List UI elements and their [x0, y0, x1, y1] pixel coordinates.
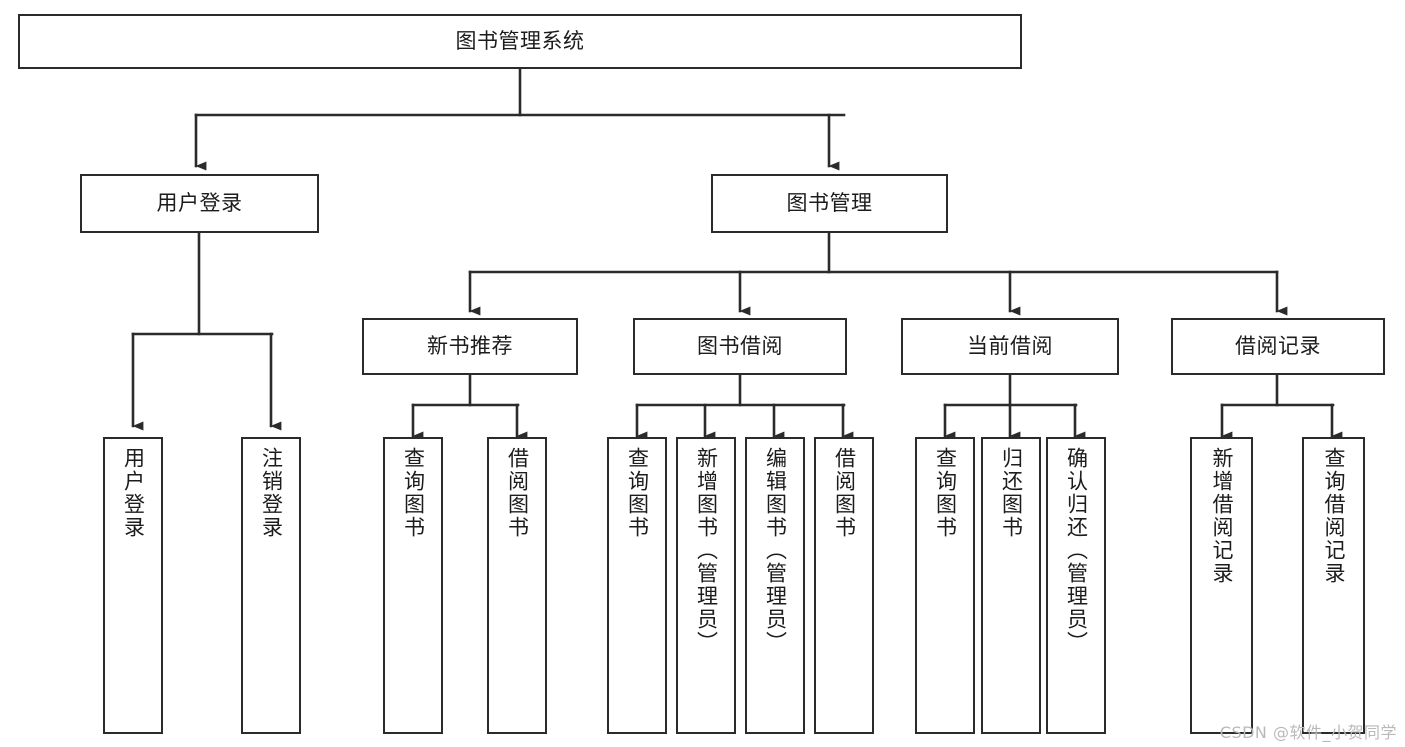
leaf-br-query-record-label: 查询借阅记录	[1322, 447, 1346, 585]
node-current-borrow-label: 当前借阅	[967, 334, 1053, 359]
leaf-user-login[interactable]: 用户登录	[103, 437, 163, 734]
leaf-rec-borrow-book[interactable]: 借阅图书	[487, 437, 547, 734]
leaf-rec-query-book-label: 查询图书	[401, 447, 426, 539]
node-new-book-recommend[interactable]: 新书推荐	[362, 318, 578, 375]
leaf-bb-edit-book-label: 编辑图书（管理员）	[763, 447, 788, 654]
leaf-bb-query-book-label: 查询图书	[625, 447, 650, 539]
leaf-bb-add-book-label: 新增图书（管理员）	[694, 447, 719, 654]
node-root[interactable]: 图书管理系统	[18, 14, 1022, 69]
node-user-login[interactable]: 用户登录	[80, 174, 319, 233]
leaf-cb-return-book-label: 归还图书	[999, 447, 1024, 539]
leaf-cb-query-book-label: 查询图书	[933, 447, 958, 539]
leaf-user-logout[interactable]: 注销登录	[241, 437, 301, 734]
node-book-borrow-label: 图书借阅	[697, 334, 783, 359]
leaf-br-add-record[interactable]: 新增借阅记录	[1190, 437, 1253, 734]
node-book-borrow[interactable]: 图书借阅	[633, 318, 847, 375]
leaf-bb-borrow-book[interactable]: 借阅图书	[814, 437, 874, 734]
node-borrow-record-label: 借阅记录	[1235, 334, 1321, 359]
leaf-bb-borrow-book-label: 借阅图书	[832, 447, 857, 539]
node-user-login-label: 用户登录	[156, 191, 243, 216]
leaf-br-query-record[interactable]: 查询借阅记录	[1302, 437, 1365, 734]
leaf-user-login-label: 用户登录	[121, 447, 146, 539]
leaf-bb-query-book[interactable]: 查询图书	[607, 437, 667, 734]
node-root-label: 图书管理系统	[455, 29, 585, 54]
node-book-manage-label: 图书管理	[786, 191, 873, 216]
leaf-bb-edit-book[interactable]: 编辑图书（管理员）	[745, 437, 805, 734]
node-book-manage[interactable]: 图书管理	[711, 174, 948, 233]
csdn-watermark: CSDN @软件_小贺同学	[1219, 723, 1397, 742]
leaf-cb-query-book[interactable]: 查询图书	[915, 437, 975, 734]
leaf-user-logout-label: 注销登录	[259, 447, 284, 539]
leaf-rec-borrow-book-label: 借阅图书	[505, 447, 530, 539]
leaf-rec-query-book[interactable]: 查询图书	[383, 437, 443, 734]
leaf-cb-return-book[interactable]: 归还图书	[981, 437, 1041, 734]
node-new-book-recommend-label: 新书推荐	[427, 334, 513, 359]
leaf-cb-confirm-return[interactable]: 确认归还（管理员）	[1046, 437, 1106, 734]
node-current-borrow[interactable]: 当前借阅	[901, 318, 1119, 375]
node-borrow-record[interactable]: 借阅记录	[1171, 318, 1385, 375]
leaf-bb-add-book[interactable]: 新增图书（管理员）	[676, 437, 736, 734]
leaf-cb-confirm-return-label: 确认归还（管理员）	[1064, 447, 1089, 654]
leaf-br-add-record-label: 新增借阅记录	[1210, 447, 1234, 585]
